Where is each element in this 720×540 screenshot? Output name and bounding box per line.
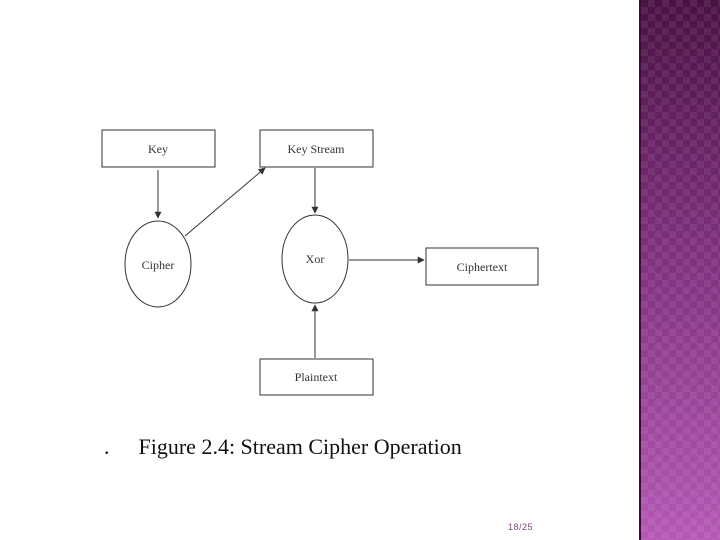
node-key-stream: Key Stream xyxy=(259,129,374,168)
node-xor-label: Xor xyxy=(306,252,325,266)
stream-cipher-diagram: Key Key Stream Cipher Xor Ciphertext Pla… xyxy=(101,129,539,396)
node-key: Key xyxy=(101,129,216,168)
caption-text: Figure 2.4: Stream Cipher Operation xyxy=(138,434,462,459)
node-key-stream-label: Key Stream xyxy=(288,142,346,156)
caption-prefix: . xyxy=(104,434,110,459)
node-key-label: Key xyxy=(148,142,168,156)
figure-caption: . Figure 2.4: Stream Cipher Operation xyxy=(104,434,462,460)
page-number: 18/25 xyxy=(508,522,534,532)
decorative-side-panel xyxy=(641,0,720,540)
node-cipher: Cipher xyxy=(124,220,192,308)
node-ciphertext-label: Ciphertext xyxy=(457,260,508,274)
node-ciphertext: Ciphertext xyxy=(425,247,539,286)
node-xor: Xor xyxy=(281,214,349,304)
node-plaintext-label: Plaintext xyxy=(295,370,338,384)
arrow-cipher-to-key-stream xyxy=(184,167,266,237)
node-plaintext: Plaintext xyxy=(259,358,374,396)
side-panel-border xyxy=(639,0,641,540)
node-cipher-label: Cipher xyxy=(142,258,175,272)
